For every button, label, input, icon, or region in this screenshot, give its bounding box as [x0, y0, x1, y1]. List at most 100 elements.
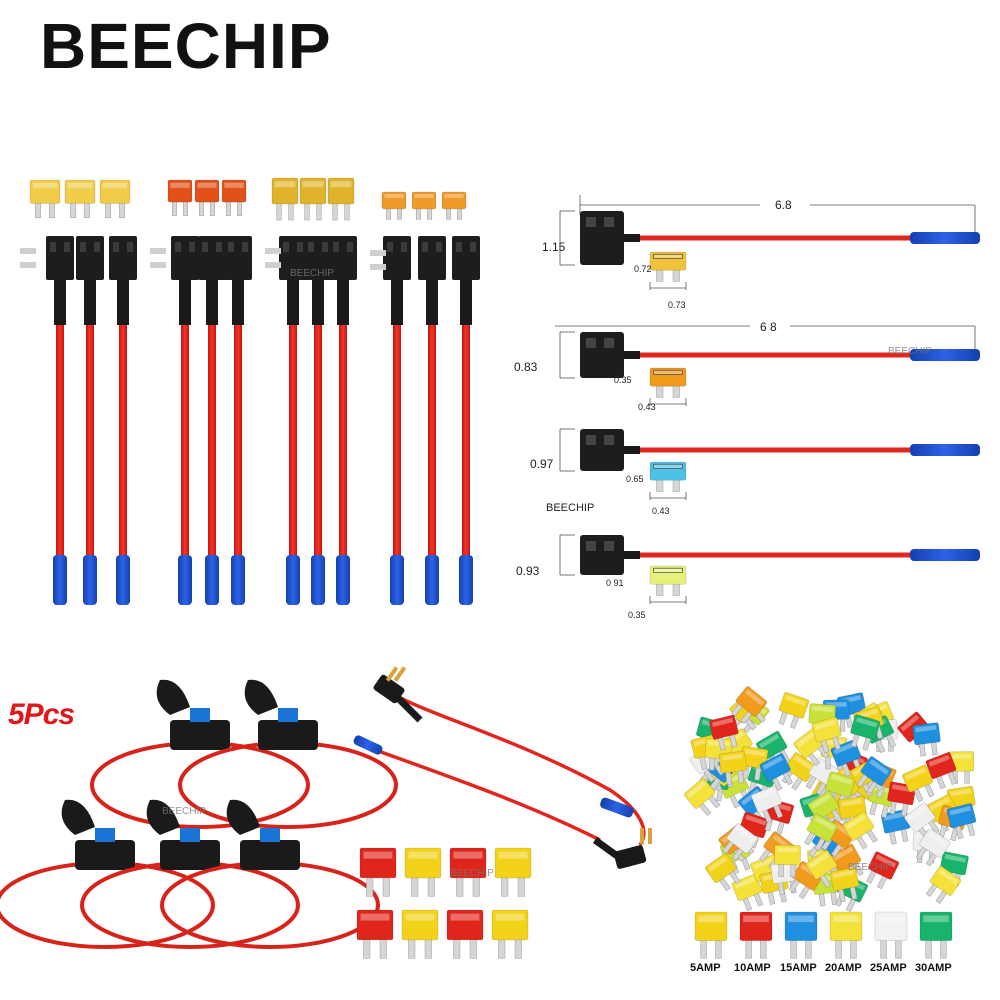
dim-height-1: 1.15: [542, 240, 566, 254]
pile-fuse-80: [842, 811, 878, 850]
fuse-row-top: [29, 177, 467, 221]
amp-label-20: 20AMP: [825, 962, 862, 974]
sample-fuse-20amp: [829, 911, 863, 959]
pile-fuse-75: [925, 752, 957, 790]
fuse-micro-1: [411, 191, 437, 220]
micro2-fuse-b-1: [401, 909, 439, 959]
fuse-tap-3: [171, 236, 199, 605]
dim-length-2: 6 8: [760, 320, 777, 334]
pile-fuse-64: [902, 764, 935, 803]
pile-fuse-91: [829, 866, 860, 903]
fuse-tap-group: [20, 236, 480, 605]
fuse-tap-1: [76, 236, 104, 605]
pile-fuse-77: [904, 802, 940, 841]
fuse-tap-6: [279, 236, 307, 605]
fuse-mini-1: [194, 179, 220, 216]
pile-fuse-88: [850, 714, 881, 751]
fuse-tap-2: [109, 236, 137, 605]
micro2-fuse-3: [494, 847, 532, 897]
sample-fuse-25amp: [874, 911, 908, 959]
inline-holder-4: [160, 799, 380, 949]
pile-fuse-84: [730, 686, 768, 724]
pile-fuse-92: [708, 714, 739, 751]
pile-fuse-94: [774, 844, 801, 878]
fuse-lowprofile-1: [299, 177, 327, 221]
dim-fuse-w-4: 0.35: [628, 610, 646, 620]
pile-fuse-66: [759, 753, 793, 791]
fuse-atc-1: [64, 179, 96, 219]
fuse-mini-0: [167, 179, 193, 216]
dim-fuse-w-3: 0.43: [652, 506, 670, 516]
dim-brand-label: BEECHIP: [546, 502, 595, 514]
inline-holder-1: [178, 679, 398, 829]
fuse-atc-0: [29, 179, 61, 219]
fuse-mini-2: [221, 179, 247, 216]
tap-prong-2: [265, 248, 281, 254]
dimension-diagrams: [555, 195, 980, 604]
pile-fuse-57: [778, 692, 810, 729]
inline-holder-3: [80, 799, 300, 949]
pile-fuse-65: [722, 823, 759, 862]
fuse-tap-5: [224, 236, 252, 605]
pile-fuse-54: [912, 722, 941, 757]
fuse-tap-10: [418, 236, 446, 605]
dimension-fuse-2: [649, 367, 687, 398]
micro2-fuse-b-2: [446, 909, 484, 959]
fuse-tap-7: [304, 236, 332, 605]
inline-fuse-holders: [0, 679, 398, 949]
watermark-2: BEECHIP: [888, 346, 932, 357]
micro2-fuse-b-0: [356, 909, 394, 959]
watermark-5: BEECHIP: [848, 862, 892, 873]
watermark-4: BEECHIP: [450, 868, 494, 879]
dimension-fuse-3: [649, 461, 687, 492]
fuse-tap-9: [383, 236, 411, 605]
sample-fuse-5amp: [694, 911, 728, 959]
brand-title: BEECHIP: [40, 10, 332, 82]
inline-holder-2: [0, 799, 215, 949]
amp-label-30: 30AMP: [915, 962, 952, 974]
dim-height-3: 0.97: [530, 457, 554, 471]
pile-fuse-37: [705, 853, 741, 892]
fuse-tap-4: [198, 236, 226, 605]
pile-fuse-69: [946, 803, 977, 840]
amp-label-25: 25AMP: [870, 962, 907, 974]
pile-fuse-81: [683, 778, 721, 816]
dimension-row-2: [559, 331, 980, 406]
sample-fuse-10amp: [739, 911, 773, 959]
fuse-tap-11: [452, 236, 480, 605]
dim-height-4: 0.93: [516, 564, 540, 578]
fuse-micro-2: [441, 191, 467, 220]
fuse-tap-8: [329, 236, 357, 605]
fuse-pile: [683, 686, 977, 912]
fuse-atc-2: [99, 179, 131, 219]
pile-fuse-19: [939, 851, 969, 887]
dimension-fuse-1: [649, 251, 687, 282]
dim-fuse-h-3: 0.65: [626, 474, 644, 484]
watermark-1: BEECHIP: [290, 268, 334, 279]
dimension-row-4: [559, 534, 980, 604]
tap-prong-1: [150, 248, 166, 254]
micro2-fuse-0: [359, 847, 397, 897]
tap-prong-0: [20, 248, 36, 254]
amp-sample-fuses: [694, 911, 953, 959]
dimension-fuse-4: [649, 565, 687, 596]
sample-fuse-30amp: [919, 911, 953, 959]
dim-length-1: 6.8: [775, 198, 792, 212]
amp-label-10: 10AMP: [734, 962, 771, 974]
dim-fuse-h-4: 0 91: [606, 578, 624, 588]
pile-fuse-93: [718, 750, 747, 786]
dim-fuse-w-2: 0.43: [638, 402, 656, 412]
pile-fuse-83: [804, 813, 838, 852]
dim-fuse-h-1: 0.72: [634, 264, 652, 274]
pile-fuse-87: [856, 756, 892, 795]
fuse-tap-0: [46, 236, 74, 605]
fuse-micro-0: [381, 191, 407, 220]
fuse-lowprofile-0: [271, 177, 299, 221]
micro2-fuse-1: [404, 847, 442, 897]
dim-height-2: 0.83: [514, 360, 538, 374]
pile-fuse-27: [866, 851, 900, 890]
dimension-row-1: [559, 210, 980, 290]
dimension-row-3: [559, 428, 980, 500]
pile-fuse-78: [811, 716, 842, 754]
